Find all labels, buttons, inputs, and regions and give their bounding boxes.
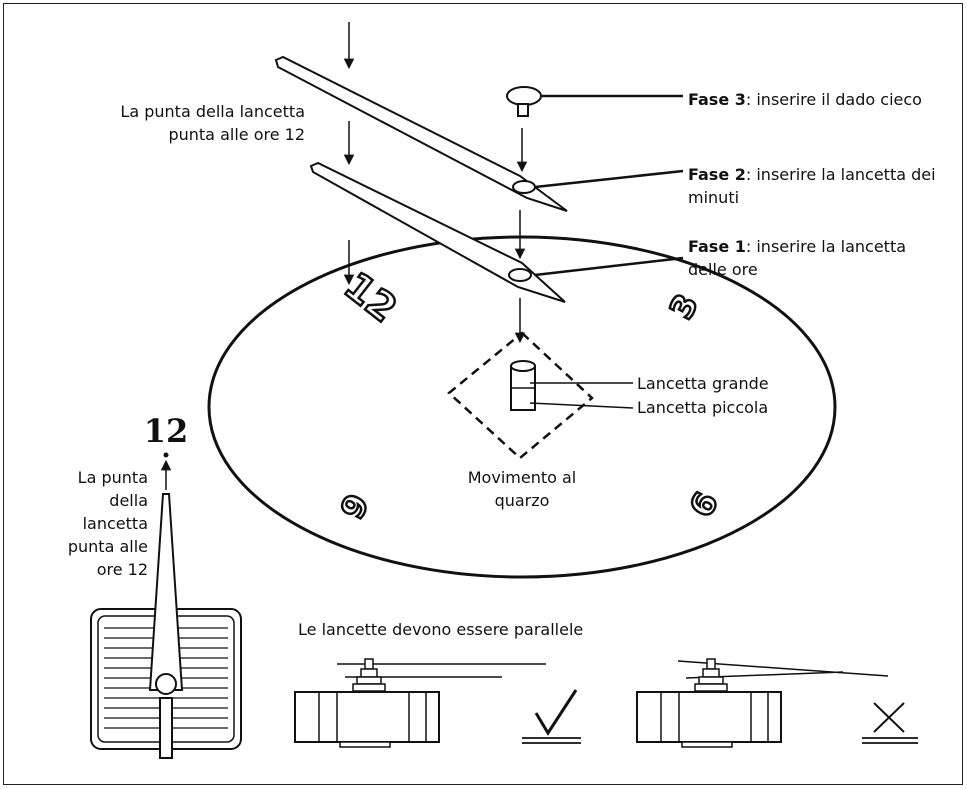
label-tip-top: La punta della lancetta punta alle ore 1… xyxy=(120,102,305,144)
clock-dial xyxy=(207,235,837,579)
minute-hand xyxy=(274,55,568,212)
step1-title: Fase 1 xyxy=(688,237,746,256)
dial-number-3: 3 xyxy=(662,288,706,325)
step3-title: Fase 3 xyxy=(688,90,746,109)
label-step3: Fase 3: inserire il dado cieco xyxy=(688,88,948,111)
leader-step2 xyxy=(534,169,684,189)
label-step1: Fase 1: inserire la lancetta delle ore xyxy=(688,235,948,281)
cross-mark-icon xyxy=(862,702,918,744)
label-parallel: Le lancette devono essere parallele xyxy=(298,620,584,639)
dial-number-6: 6 xyxy=(682,486,726,523)
step3-text: : inserire il dado cieco xyxy=(745,90,922,109)
dial-number-9: 9 xyxy=(333,488,377,525)
label-movement: Movimento al quarzo xyxy=(467,468,577,510)
movement-dashed-box xyxy=(447,331,594,460)
movement-side-correct xyxy=(294,658,546,748)
hour-hand xyxy=(309,161,566,303)
label-small-hand: Lancetta piccola xyxy=(637,398,769,417)
leader-small-hand xyxy=(529,402,634,409)
step1-text: : inserire la lancetta delle ore xyxy=(688,237,907,279)
cap-nut xyxy=(506,86,542,117)
side-hand xyxy=(148,493,184,759)
twelve-dot xyxy=(163,452,169,458)
leader-step1 xyxy=(534,256,684,277)
dial-number-12: 12 xyxy=(336,264,405,331)
movement-side-wrong xyxy=(636,658,889,748)
label-big-hand: Lancetta grande xyxy=(637,374,769,393)
side-twelve: 12 xyxy=(144,412,189,450)
label-step2: Fase 2: inserire la lancetta dei minuti xyxy=(688,163,948,209)
step2-title: Fase 2 xyxy=(688,165,746,184)
check-mark-icon xyxy=(522,689,581,744)
step2-text: : inserire la lancetta dei minuti xyxy=(688,165,936,207)
label-tip-side: La punta della lancetta punta alle ore 1… xyxy=(67,468,148,579)
diagram-frame xyxy=(3,3,963,785)
